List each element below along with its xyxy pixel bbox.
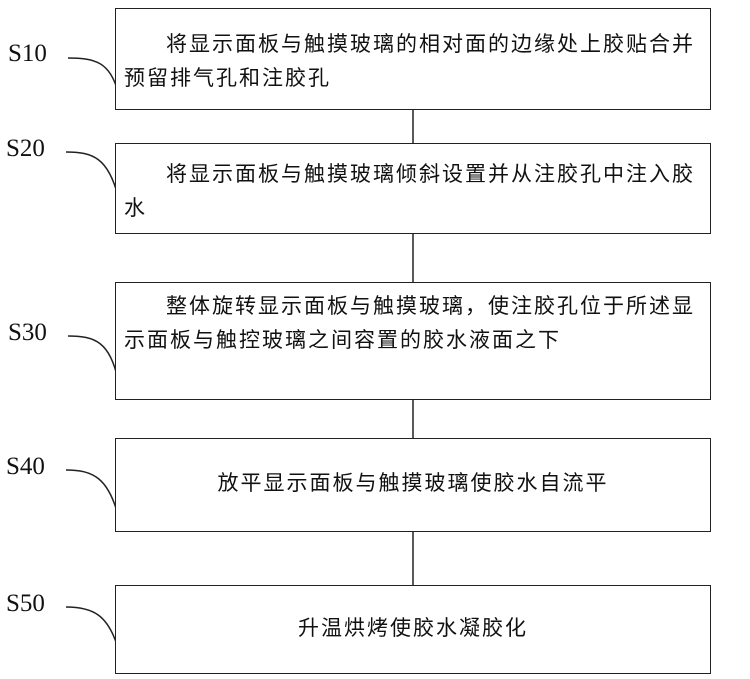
step-label-s10: S10 bbox=[8, 40, 47, 68]
step-text-s10: 将显示面板与触摸玻璃的相对面的边缘处上胶贴合并预留排气孔和注胶孔 bbox=[124, 27, 696, 95]
step-label-s30: S30 bbox=[8, 319, 47, 347]
step-text-s50: 升温烘烤使胶水凝胶化 bbox=[126, 611, 700, 645]
leader-s20 bbox=[66, 152, 118, 196]
step-label-s40: S40 bbox=[6, 453, 45, 481]
step-box-s10: 将显示面板与触摸玻璃的相对面的边缘处上胶贴合并预留排气孔和注胶孔 bbox=[115, 8, 711, 110]
step-label-s50: S50 bbox=[6, 590, 45, 618]
step-box-s20: 将显示面板与触摸玻璃倾斜设置并从注胶孔中注入胶水 bbox=[115, 143, 711, 234]
step-text-s30: 整体旋转显示面板与触摸玻璃，使注胶孔位于所述显示面板与触控玻璃之间容置的胶水液面… bbox=[124, 289, 696, 357]
leader-s30 bbox=[68, 336, 118, 380]
step-box-s50: 升温烘烤使胶水凝胶化 bbox=[115, 585, 711, 674]
leader-s10 bbox=[68, 58, 118, 92]
leader-s40 bbox=[66, 470, 118, 515]
step-text-s20: 将显示面板与触摸玻璃倾斜设置并从注胶孔中注入胶水 bbox=[124, 157, 696, 225]
leader-s50 bbox=[66, 607, 118, 648]
step-text-s40: 放平显示面板与触摸玻璃使胶水自流平 bbox=[126, 466, 700, 500]
step-label-s20: S20 bbox=[6, 135, 45, 163]
step-box-s30: 整体旋转显示面板与触摸玻璃，使注胶孔位于所述显示面板与触控玻璃之间容置的胶水液面… bbox=[115, 282, 711, 400]
step-box-s40: 放平显示面板与触摸玻璃使胶水自流平 bbox=[115, 438, 711, 532]
